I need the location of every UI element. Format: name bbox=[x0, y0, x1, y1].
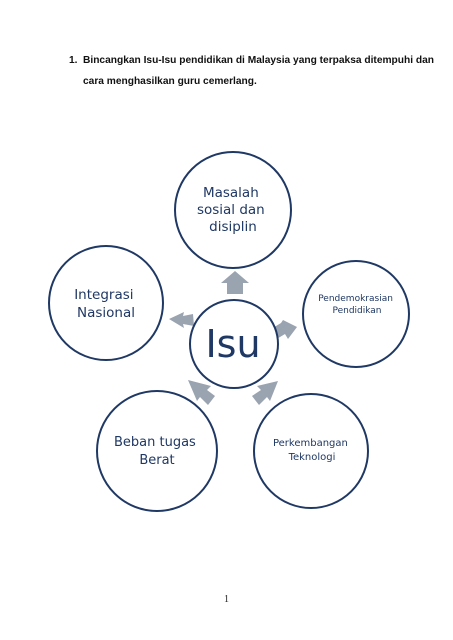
node-label-bottom-left: Beban tugas Berat bbox=[114, 435, 200, 468]
question-text: Bincangkan Isu-Isu pendidikan di Malaysi… bbox=[83, 55, 434, 87]
node-circle-top bbox=[174, 151, 292, 269]
center-label: Isu bbox=[205, 322, 260, 366]
node-label-right: Pendemokrasian Pendidikan bbox=[318, 294, 396, 316]
arrow-to-bottom-left bbox=[188, 380, 215, 405]
node-label-bottom-right: Perkembangan Teknologi bbox=[273, 438, 351, 463]
arrow-to-top bbox=[221, 271, 249, 294]
node-circle-left bbox=[48, 245, 164, 361]
node-label-top: Masalah sosial dan disiplin bbox=[197, 185, 269, 235]
page-number: 1 bbox=[224, 594, 229, 605]
question: 1. Bincangkan Isu-Isu pendidikan di Mala… bbox=[69, 50, 439, 92]
arrow-to-bottom-right bbox=[252, 381, 278, 405]
node-circle-bottom-right bbox=[253, 393, 369, 509]
node-circle-right bbox=[302, 260, 410, 368]
arrow-to-left bbox=[169, 312, 194, 328]
node-circle-bottom-left bbox=[96, 390, 218, 512]
node-label-left: Integrasi Nasional bbox=[74, 287, 138, 321]
question-number: 1. bbox=[69, 55, 78, 66]
center-circle bbox=[189, 299, 279, 389]
